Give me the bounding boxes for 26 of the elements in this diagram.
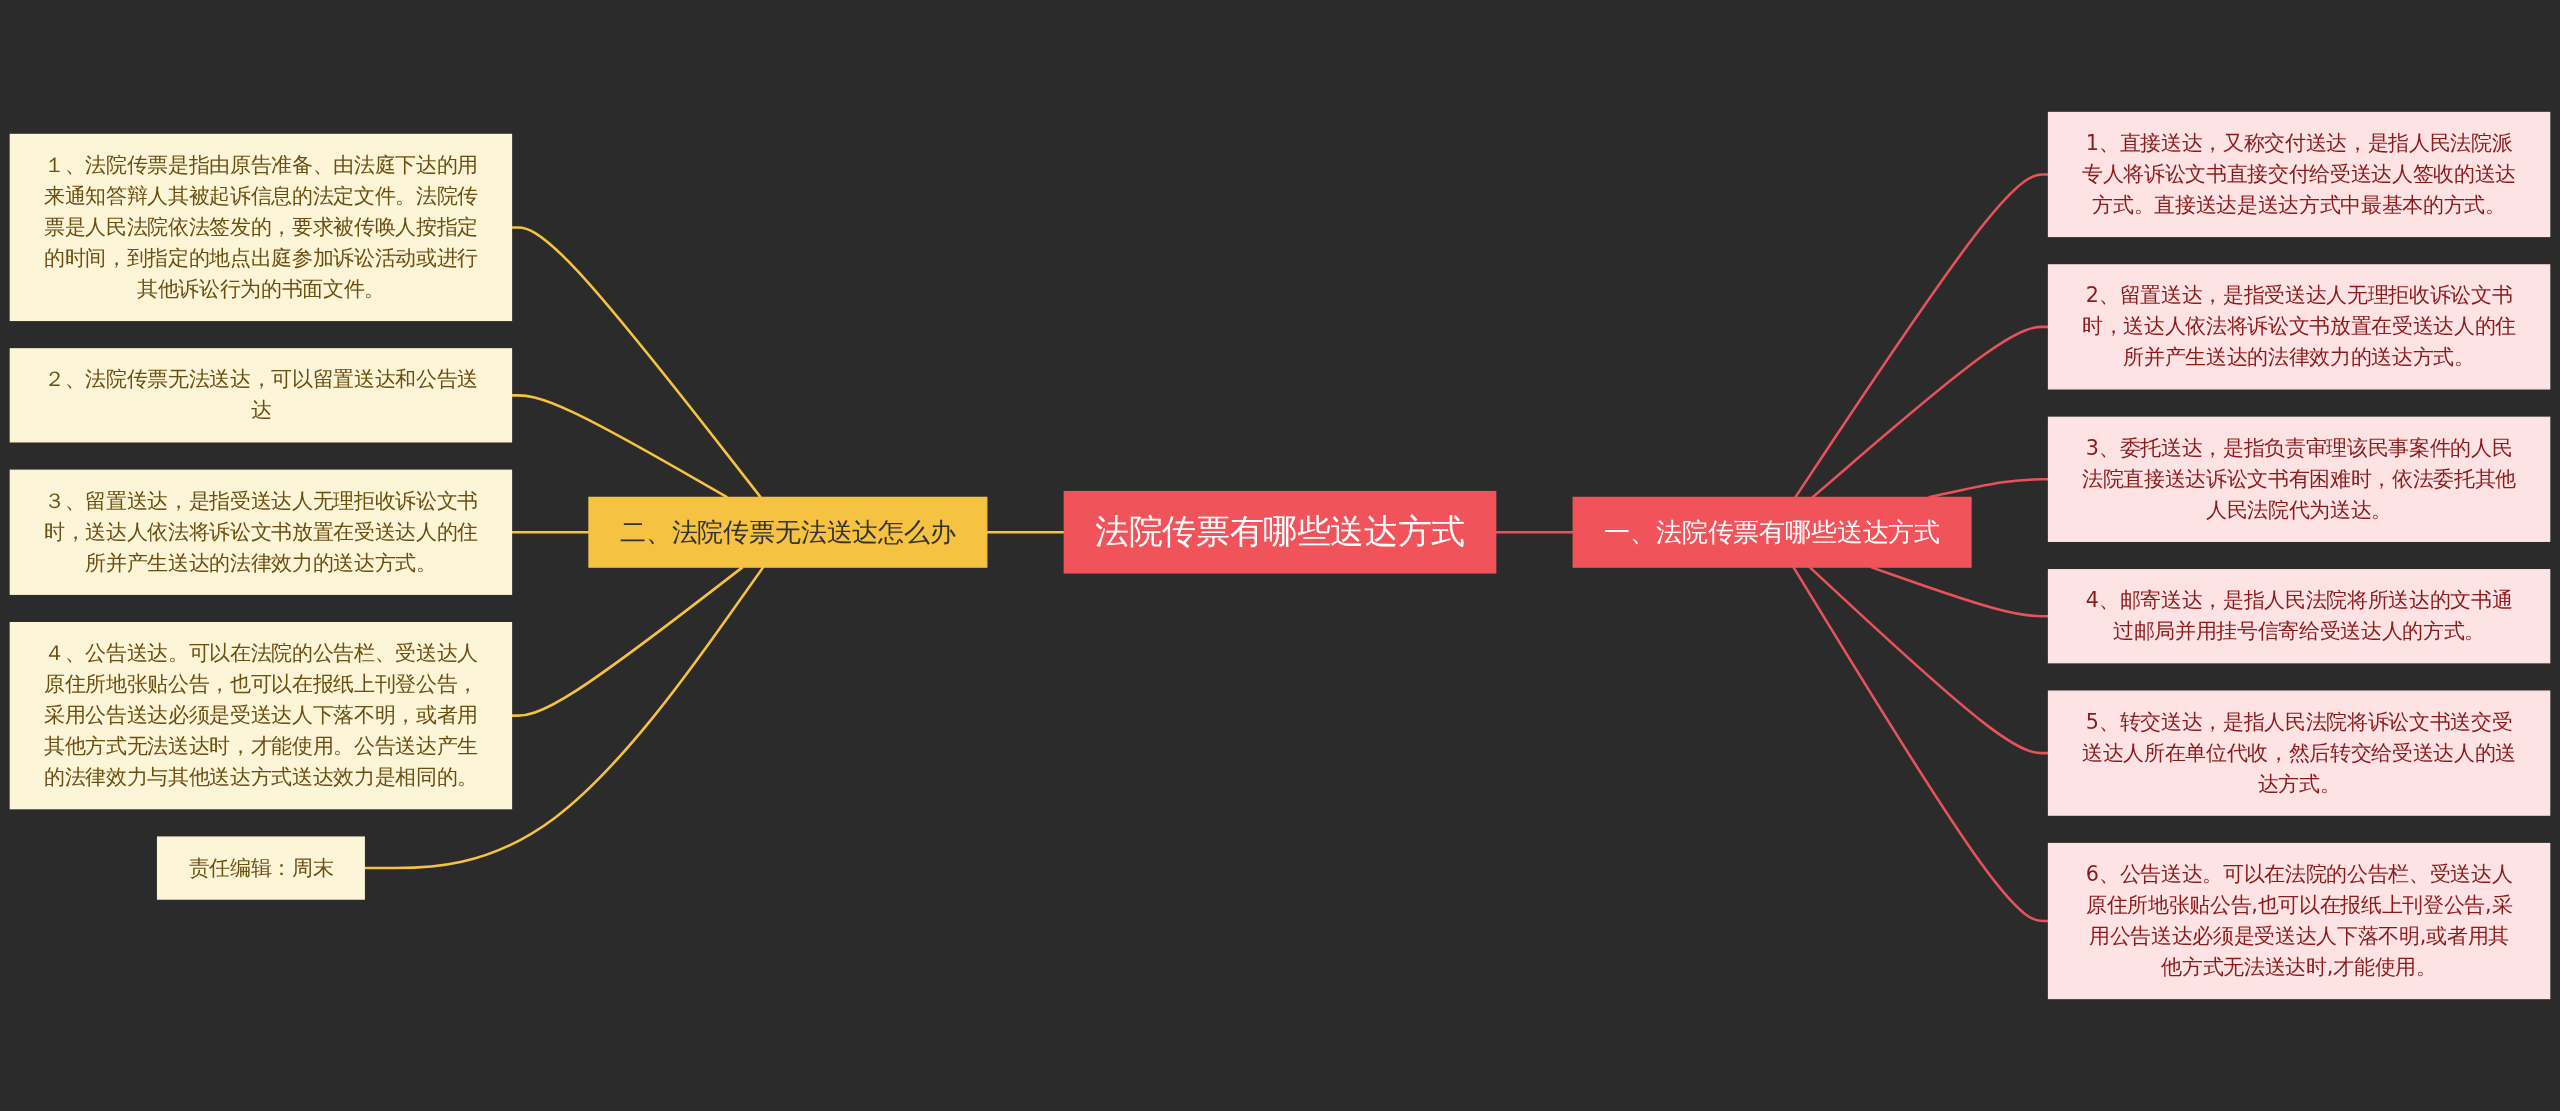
connector: [1928, 478, 2049, 499]
connector: [1808, 566, 2049, 755]
connector: [511, 226, 762, 499]
connector: [364, 566, 765, 870]
node-box: ３、留置送达，是指受送达人无理拒收诉讼文书时，送达人依法将诉讼文书放置在受送达人的住所并产生送达的法律效力的送达方式。: [9, 469, 513, 595]
node-box: 责任编辑：周末: [156, 836, 365, 900]
node-box: 法院传票有哪些送达方式: [1063, 490, 1497, 574]
node-box: 4、邮寄送达，是指人民法院将所送达的文书通过邮局并用挂号信寄给受送达人的方式。: [2047, 569, 2551, 664]
node-box: 1、直接送达，又称交付送达，是指人民法院派专人将诉讼文书直接交付给受送达人签收的送达方式。直接送达是送达方式中最基本的方式。: [2047, 111, 2551, 238]
node-box: 一、法院传票有哪些送达方式: [1572, 496, 1972, 568]
node-box: 3、委托送达，是指负责审理该民事案件的人民法院直接送达诉讼文书有困难时，依法委托其他人民法院代为送达。: [2047, 416, 2551, 542]
node-box: ２、法院传票无法送达，可以留置送达和公告送达: [9, 348, 513, 443]
connector: [1792, 566, 2049, 923]
node-box: 二、法院传票无法送达怎么办: [588, 496, 988, 568]
connector: [511, 530, 589, 534]
connector: [511, 394, 728, 499]
node-box: 2、留置送达，是指受送达人无理拒收诉讼文书时，送达人依法将诉讼文书放置在受送达人的住所并产生送达的法律效力的送达方式。: [2047, 264, 2551, 390]
node-box: 6、公告送达。可以在法院的公告栏、受送达人原住所地张贴公告,也可以在报纸上刊登公告,采用公告送达必须是受送达人下落不明,或者用其他方式无法送达时,才能使用。: [2047, 842, 2551, 1000]
connector: [986, 530, 1065, 534]
connector: [1794, 173, 2049, 499]
node-box: ４、公告送达。可以在法院的公告栏、受送达人原住所地张贴公告，也可以在报纸上刊登公告，采用公告送达必须是受送达人下落不明，或者用其他方式无法送达时，才能使用。公告送达产生的法律效力与其他送达方式送达效力是相同的。: [9, 622, 513, 810]
connector: [511, 566, 744, 717]
node-box: １、法院传票是指由原告准备、由法庭下达的用来通知答辩人其被起诉信息的法定文件。法院传票是人民法院依法签发的，要求被传唤人按指定的时间，到指定的地点出庭参加诉讼活动或进行其他诉讼行为的书面文件。: [9, 133, 513, 322]
node-box: 5、转交送达，是指人民法院将诉讼文书送交受送达人所在单位代收，然后转交给受送达人的送达方式。: [2047, 690, 2551, 816]
connector: [1495, 530, 1574, 534]
connector: [1811, 325, 2049, 499]
